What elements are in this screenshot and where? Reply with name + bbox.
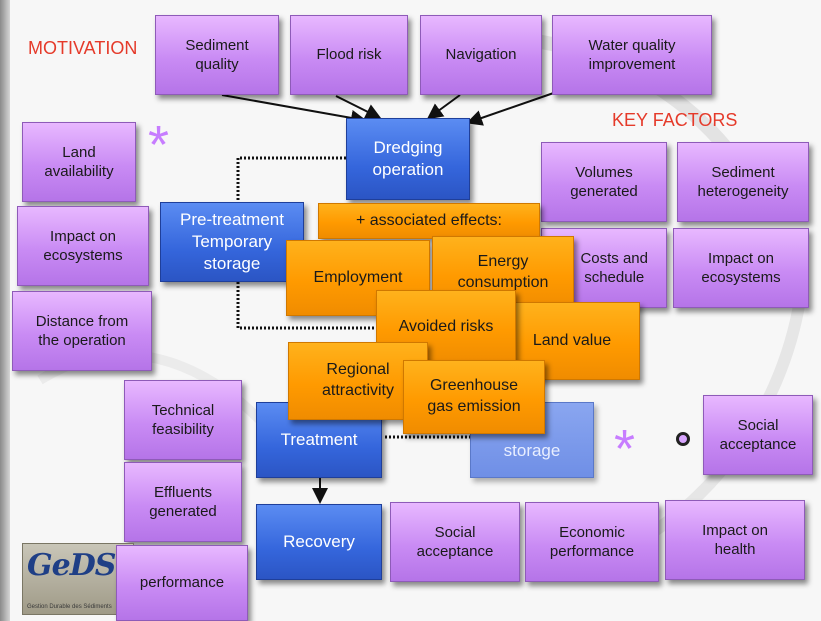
greenhouse-gas-emission-box: Greenhouse gas emission xyxy=(403,360,545,434)
sediment-heterogeneity-box: Sediment heterogeneity xyxy=(677,142,809,222)
recovery-box: Recovery xyxy=(256,504,382,580)
associated-effects-header: + associated effects: xyxy=(318,203,540,239)
impact-on-ecosystems-right-box: Impact on ecosystems xyxy=(673,228,809,308)
land-availability-box: Land availability xyxy=(22,122,136,202)
pretreatment-temporary-storage-box: Pre-treatment Temporary storage xyxy=(160,202,304,282)
impact-on-ecosystems-left-box: Impact on ecosystems xyxy=(17,206,149,286)
effluents-generated-box: Effluents generated xyxy=(124,462,242,542)
star-marker-right: * xyxy=(614,419,636,479)
navigation-box: Navigation xyxy=(420,15,542,95)
arrow-flood-to-dredging xyxy=(335,95,382,119)
volumes-generated-box: Volumes generated xyxy=(541,142,667,222)
dredging-operation-box: Dredging operation xyxy=(346,118,470,200)
performance-box: performance xyxy=(116,545,248,621)
star-marker-left: * xyxy=(148,115,170,175)
key-factors-heading: KEY FACTORS xyxy=(612,110,738,130)
economic-performance-box: Economic performance xyxy=(525,502,659,582)
water-quality-improvement-box: Water quality improvement xyxy=(552,15,712,95)
social-acceptance-right-box: Social acceptance xyxy=(703,395,813,475)
flood-risk-box: Flood risk xyxy=(290,15,408,95)
distance-from-operation-box: Distance from the operation xyxy=(12,291,152,371)
social-acceptance-bottom-box: Social acceptance xyxy=(390,502,520,582)
technical-feasibility-box: Technical feasibility xyxy=(124,380,242,460)
slide-edge xyxy=(0,0,10,621)
bullet-icon xyxy=(676,432,690,446)
impact-on-health-box: Impact on health xyxy=(665,500,805,580)
arrow-water-to-dredging xyxy=(466,87,569,126)
sediment-quality-box: Sediment quality xyxy=(155,15,279,95)
motivation-heading: MOTIVATION xyxy=(28,38,138,58)
employment-box: Employment xyxy=(286,240,430,316)
logo-caption: Gestion Durable des Sédiments xyxy=(27,604,112,610)
arrow-navigation-to-dredging xyxy=(426,94,461,120)
arrow-sediment-to-dredging xyxy=(221,94,367,126)
